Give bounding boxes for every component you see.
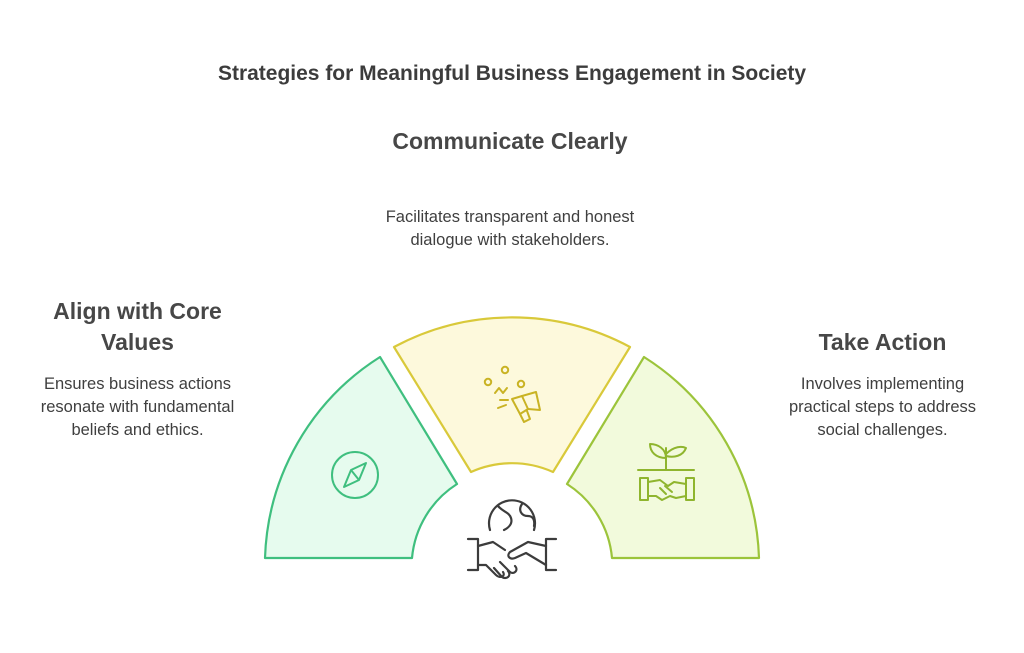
- segment-communicate-clearly: [392, 316, 632, 474]
- globe-handshake-icon: [466, 499, 558, 580]
- heading-align-core-values: Align with Core Values: [53, 298, 222, 355]
- plant-handshake-icon: [637, 443, 695, 501]
- compass-icon: [331, 451, 379, 499]
- segment-align-core-values: [263, 355, 459, 560]
- heading-communicate-clearly: Communicate Clearly: [392, 128, 628, 154]
- heading-take-action: Take Action: [818, 329, 947, 355]
- megaphone-icon: [483, 365, 541, 423]
- description-take-action: Involves implementing practical steps to…: [788, 375, 977, 439]
- description-align-core-values: Ensures business actions resonate with f…: [40, 375, 235, 439]
- diagram-title: Strategies for Meaningful Business Engag…: [217, 62, 807, 85]
- description-communicate-clearly: Facilitates transparent and honest dialo…: [385, 208, 635, 249]
